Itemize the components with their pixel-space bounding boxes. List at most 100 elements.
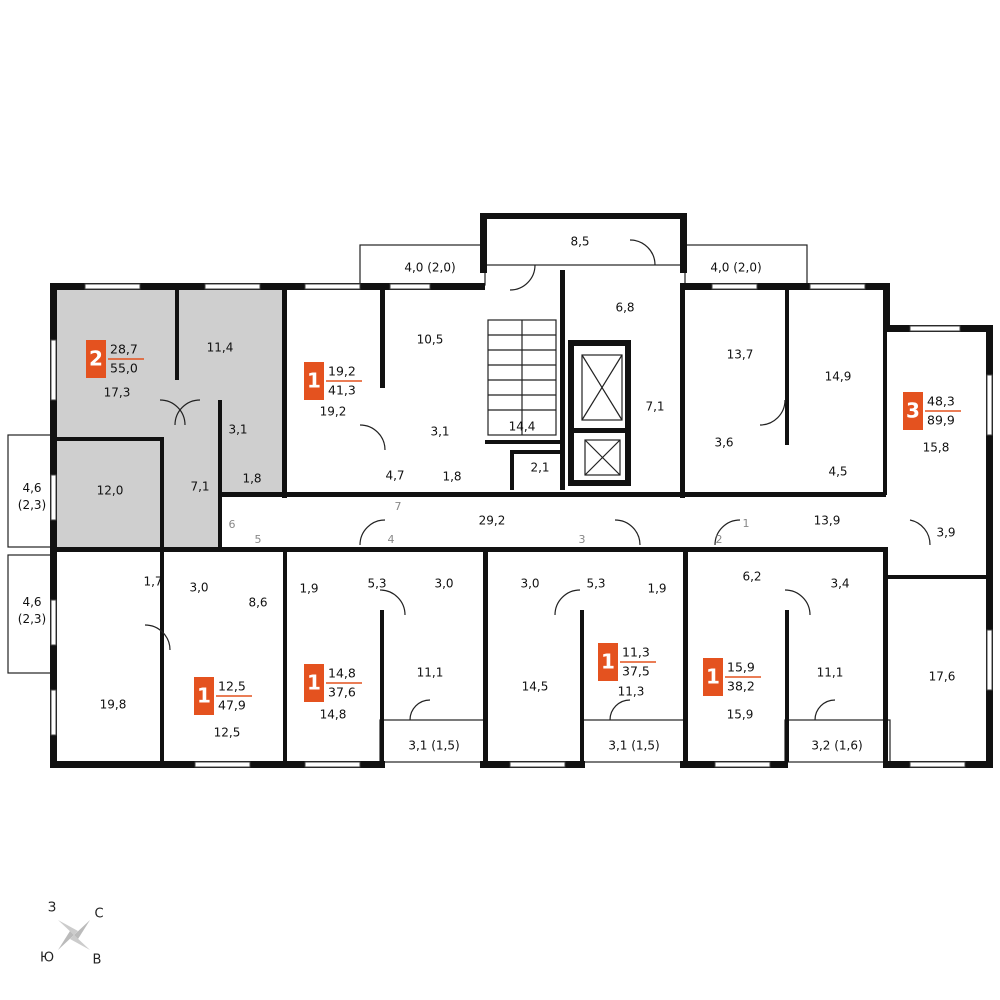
room-area-label: 29,2 — [479, 514, 506, 528]
badge-living-area: 12,5 — [218, 679, 246, 694]
badge-rooms-count: 1 — [706, 665, 720, 689]
badge-living-area: 14,8 — [328, 666, 356, 681]
compass-south: Ю — [40, 951, 54, 966]
apartment-badge[interactable]: 3 48,3 89,9 — [903, 392, 961, 430]
room-area-label: 1,9 — [647, 582, 666, 596]
room-area-label: 14,4 — [509, 420, 536, 434]
room-area-label: 4,5 — [828, 465, 847, 479]
room-area-label: 12,0 — [97, 484, 124, 498]
room-area-label: 11,4 — [207, 341, 234, 355]
entrance-door-number: 1 — [743, 517, 750, 530]
windows — [50, 283, 993, 768]
compass-east: В — [93, 953, 102, 968]
badge-living-area: 11,3 — [622, 645, 650, 660]
room-area-label: 11,3 — [618, 685, 645, 699]
entrance-door-number: 5 — [255, 533, 262, 546]
badge-rooms-count: 2 — [89, 347, 103, 371]
room-labels: 8,5 4,0 (2,0) 4,0 (2,0) 6,8 10,5 13,7 11,4 17,3… — [18, 235, 956, 753]
apartment-badge[interactable]: 2 28,7 55,0 — [86, 340, 144, 378]
badge-color-block — [598, 643, 618, 681]
room-area-label: 3,1 (1,5) — [408, 739, 459, 753]
elevator-small — [584, 439, 621, 476]
room-area-label: 3,1 — [228, 423, 247, 437]
badge-color-block — [703, 658, 723, 696]
room-area-label: 3,1 — [430, 425, 449, 439]
badge-total-area: 37,5 — [622, 664, 650, 679]
room-area-label: 7,1 — [645, 400, 664, 414]
badge-rooms-count: 3 — [906, 399, 920, 423]
badge-color-block — [194, 677, 214, 715]
room-area-label: 4,0 (2,0) — [404, 261, 455, 275]
room-area-label: 4,0 (2,0) — [710, 261, 761, 275]
room-area-label: 1,8 — [442, 470, 461, 484]
entrance-door-number: 6 — [229, 518, 236, 531]
room-area-label: 3,9 — [936, 526, 955, 540]
room-area-label: 1,8 — [242, 472, 261, 486]
room-area-label: 19,8 — [100, 698, 127, 712]
room-area-label: 3,0 — [520, 577, 539, 591]
room-area-label: 13,9 — [814, 514, 841, 528]
badge-color-block — [304, 362, 324, 400]
apartment-badge[interactable]: 1 11,3 37,5 — [598, 643, 656, 681]
room-area-label: 11,1 — [817, 666, 844, 680]
door-arcs — [144, 239, 931, 721]
compass-rose: З С Ю В — [40, 901, 104, 968]
compass-north: С — [94, 907, 103, 922]
inner-walls — [53, 270, 990, 762]
room-area-label: 3,1 (1,5) — [608, 739, 659, 753]
highlighted-apartment — [53, 288, 285, 547]
entrance-door-number: 4 — [388, 533, 395, 546]
room-area-label: 11,1 — [417, 666, 444, 680]
room-area-label: 5,3 — [586, 577, 605, 591]
room-area-label: 1,7 — [143, 575, 162, 589]
badge-living-area: 15,9 — [727, 660, 755, 675]
room-area-label: 5,3 — [367, 577, 386, 591]
elevator-large — [581, 354, 623, 421]
entrance-door-number: 2 — [716, 533, 723, 546]
staircase — [487, 319, 557, 436]
badge-total-area: 55,0 — [110, 361, 138, 376]
room-area-label: 19,2 — [320, 405, 347, 419]
room-area-label: 14,9 — [825, 370, 852, 384]
room-area-label: 6,8 — [615, 301, 634, 315]
room-area-label: 3,4 — [830, 577, 849, 591]
room-area-label: 13,7 — [727, 348, 754, 362]
badge-color-block — [903, 392, 923, 430]
entrance-door-number: 7 — [395, 500, 402, 513]
room-area-label: 10,5 — [417, 333, 444, 347]
room-area-label: 8,5 — [570, 235, 589, 249]
room-area-label: 6,2 — [742, 570, 761, 584]
badge-color-block — [86, 340, 106, 378]
room-area-label: 3,6 — [714, 436, 733, 450]
badge-total-area: 41,3 — [328, 383, 356, 398]
badge-rooms-count: 1 — [307, 671, 321, 695]
badge-living-area: 19,2 — [328, 364, 356, 379]
room-area-label: 15,9 — [727, 708, 754, 722]
badge-total-area: 47,9 — [218, 698, 246, 713]
room-area-label: 2,1 — [530, 461, 549, 475]
room-area-label: 3,0 — [189, 581, 208, 595]
room-area-label: 4,6(2,3) — [18, 481, 46, 512]
badge-living-area: 28,7 — [110, 342, 138, 357]
room-area-label: 15,8 — [923, 441, 950, 455]
room-area-label: 7,1 — [190, 480, 209, 494]
badge-rooms-count: 1 — [601, 650, 615, 674]
room-area-label: 14,8 — [320, 708, 347, 722]
badge-color-block — [304, 664, 324, 702]
apartment-badge[interactable]: 1 15,9 38,2 — [703, 658, 761, 696]
compass-west: З — [48, 901, 56, 916]
room-area-label: 17,3 — [104, 386, 131, 400]
room-area-label: 3,2 (1,6) — [811, 739, 862, 753]
room-area-label: 4,7 — [385, 469, 404, 483]
badge-total-area: 89,9 — [927, 413, 955, 428]
room-area-label: 1,9 — [299, 582, 318, 596]
room-area-label: 4,6(2,3) — [18, 595, 46, 626]
badge-living-area: 48,3 — [927, 394, 955, 409]
badge-total-area: 38,2 — [727, 679, 755, 694]
